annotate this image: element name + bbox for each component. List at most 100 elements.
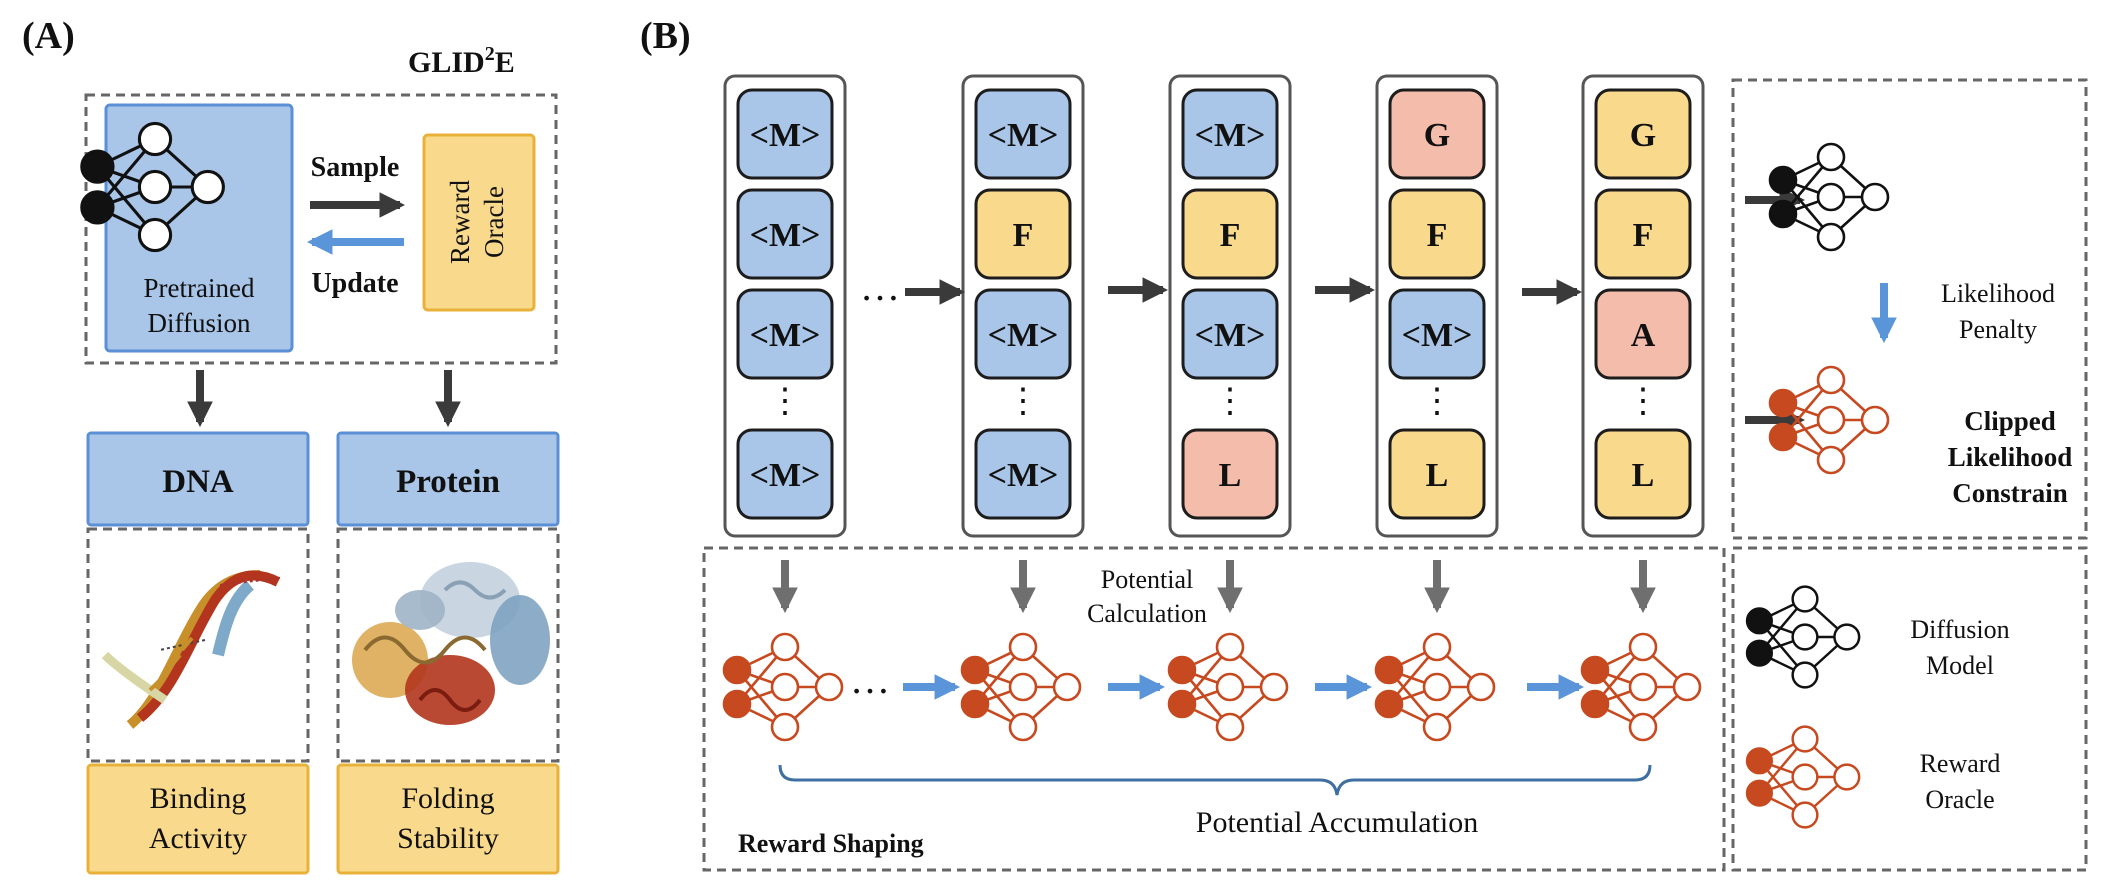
legend-diffusion-icon [1745,585,1861,689]
sequence-token-label: F [1220,217,1241,254]
protein-structure-frame [336,527,560,763]
sequence-vdots: ⋮ [768,383,802,420]
panel-a-label: (A) [22,15,75,57]
likelihood-penalty-line1: Likelihood [1941,279,2055,308]
sequence-vdots: ⋮ [1420,383,1454,420]
sequence-token-box [736,88,834,180]
sequence-columns: <M> <M> <M> <M> ⋮ <M> F <M> <M> ⋮ <M> F <M> L ⋮ G F <M> L ⋮… [723,74,1705,538]
reward-oracle-networks [722,632,1702,742]
clipped-label-line2: Likelihood [1948,442,2073,472]
sequence-token-box [736,428,834,520]
sequence-token-box [1181,88,1279,180]
glide-framework-box [84,93,558,365]
legend-reward-icon [1745,725,1861,829]
sequence-vdots: ⋮ [1626,383,1660,420]
protein-structure-image [352,562,550,725]
sequence-token-label: <M> [1402,317,1473,354]
diffusion-network-icon [1768,142,1890,252]
binding-activity-line1: Binding [150,782,247,815]
reward-oracle-label-line1: Reward [445,180,475,264]
dna-structure-frame [86,527,310,763]
sequence-token-label: <M> [750,457,821,494]
legend-reward-line2: Oracle [1925,785,1994,814]
reward-oracle-network-icon [1580,632,1702,742]
sequence-token-label: <M> [988,457,1059,494]
binding-activity-box [86,763,310,875]
diffusion-network-icon [80,121,225,253]
reward-oracle-box [422,133,536,312]
clipped-label-line1: Clipped [1964,406,2056,436]
reward-oracle-network-icon [1768,365,1890,475]
sequence-token-box [974,188,1072,280]
sequence-token-label: G [1630,117,1656,154]
legend-diffusion-line2: Model [1926,651,1994,680]
protein-label: Protein [396,464,500,500]
potential-calculation-line1: Potential [1101,565,1193,594]
sequence-token-label: F [1013,217,1034,254]
sequence-token-label: <M> [750,217,821,254]
sequence-token-label: G [1424,117,1450,154]
sequence-token-box [1388,428,1486,520]
sequence-token-box [1181,428,1279,520]
sequence-token-label: <M> [750,317,821,354]
sequence-token-box [1181,188,1279,280]
reward-oracle-network-icon [1167,632,1289,742]
sequence-token-box [1388,88,1486,180]
update-label: Update [311,268,398,299]
legend-box [1731,546,2088,872]
likelihood-penalty-line2: Penalty [1959,315,2037,344]
ellipsis-bottom: … [850,657,890,702]
clipped-label-line3: Constrain [1952,478,2068,508]
sequence-token-label: <M> [750,117,821,154]
ellipsis-top: … [860,264,900,309]
sequence-token-label: <M> [1195,117,1266,154]
pretrained-label-line2: Diffusion [147,308,251,338]
dna-structure-image [101,570,281,729]
potential-down-arrows [772,560,1656,614]
reward-shaping-label: Reward Shaping [738,829,924,858]
reward-shaping-box [702,546,1726,872]
potential-calculation-line2: Calculation [1087,599,1207,628]
glide-title: GLID2E [408,43,515,79]
pretrained-label-line1: Pretrained [144,273,255,303]
reward-oracle-network-icon [1374,632,1496,742]
sequence-token-box [974,88,1072,180]
protein-box [336,431,560,527]
dna-label: DNA [162,464,234,500]
dna-box [86,431,310,527]
binding-activity-line2: Activity [149,822,247,855]
sequence-token-label: L [1632,457,1655,494]
sequence-token-label: <M> [1195,317,1266,354]
sequence-token-box [736,188,834,280]
sequence-token-box [1594,288,1692,380]
sample-label: Sample [311,152,400,183]
folding-stability-box [336,763,560,875]
sequence-token-box [1594,188,1692,280]
sequence-token-box [1388,188,1486,280]
sequence-token-box [736,288,834,380]
sequence-token-label: <M> [988,317,1059,354]
folding-stability-line1: Folding [401,782,494,815]
sequence-token-label: L [1426,457,1449,494]
potential-accumulation-label: Potential Accumulation [1196,806,1478,839]
sequence-token-box [1181,288,1279,380]
sequence-token-box [1594,88,1692,180]
sequence-token-box [974,428,1072,520]
accumulation-brace [778,764,1652,796]
reward-oracle-network-icon [722,632,844,742]
sequence-vdots: ⋮ [1213,383,1247,420]
sequence-token-label: F [1427,217,1448,254]
sequence-vdots: ⋮ [1006,383,1040,420]
sequence-token-label: <M> [988,117,1059,154]
panel-b-label: (B) [640,15,691,57]
folding-stability-line2: Stability [397,822,499,855]
sequence-token-box [974,288,1072,380]
reward-oracle-network-icon [960,632,1082,742]
legend-reward-line1: Reward [1920,749,2001,778]
sequence-token-box [1594,428,1692,520]
sequence-token-label: L [1219,457,1242,494]
reward-oracle-label-line2: Oracle [479,186,509,258]
sequence-token-box [1388,288,1486,380]
legend-diffusion-line1: Diffusion [1910,615,2009,644]
